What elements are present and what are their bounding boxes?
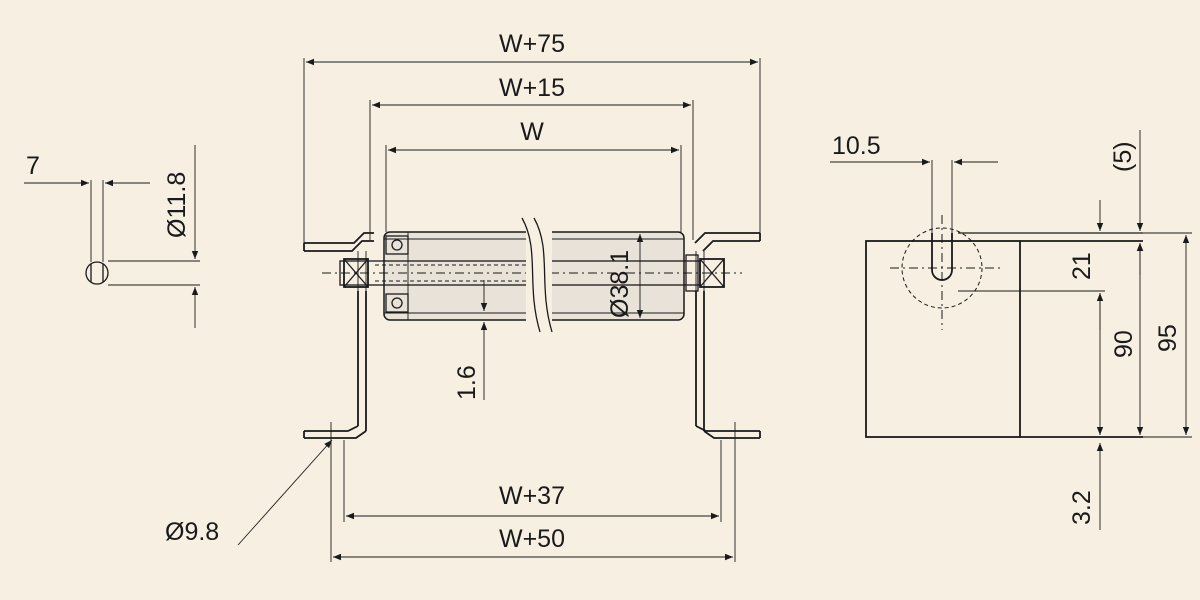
- frame-brackets: [303, 232, 761, 439]
- roller-body: [322, 217, 742, 335]
- height-90-label: 90: [1110, 330, 1138, 358]
- bottom-dimension-lines: [237, 422, 736, 562]
- dim-w-plus-15: W+15: [499, 74, 565, 102]
- top-gap-label: (5): [1109, 141, 1137, 172]
- roller-diameter-label: Ø38.1: [606, 250, 634, 318]
- top-dimension-lines: [303, 58, 761, 243]
- dim-w-plus-37: W+37: [499, 482, 565, 510]
- shaft-flat-label: 7: [26, 152, 40, 180]
- thickness-label: 3.2: [1068, 490, 1096, 525]
- dim-w-plus-75: W+75: [499, 30, 565, 58]
- wall-thickness-label: 1.6: [453, 365, 481, 400]
- side-view: [830, 130, 1192, 530]
- slot-depth-label: 21: [1068, 252, 1096, 280]
- shaft-diameter-label: Ø11.8: [163, 172, 191, 238]
- height-95-label: 95: [1154, 324, 1182, 352]
- dim-w-plus-50: W+50: [499, 525, 565, 553]
- slot-width-label: 10.5: [832, 132, 881, 160]
- dim-w: W: [520, 118, 544, 146]
- shaft-end-view: [24, 145, 200, 328]
- hole-diameter-label: Ø9.8: [165, 518, 219, 546]
